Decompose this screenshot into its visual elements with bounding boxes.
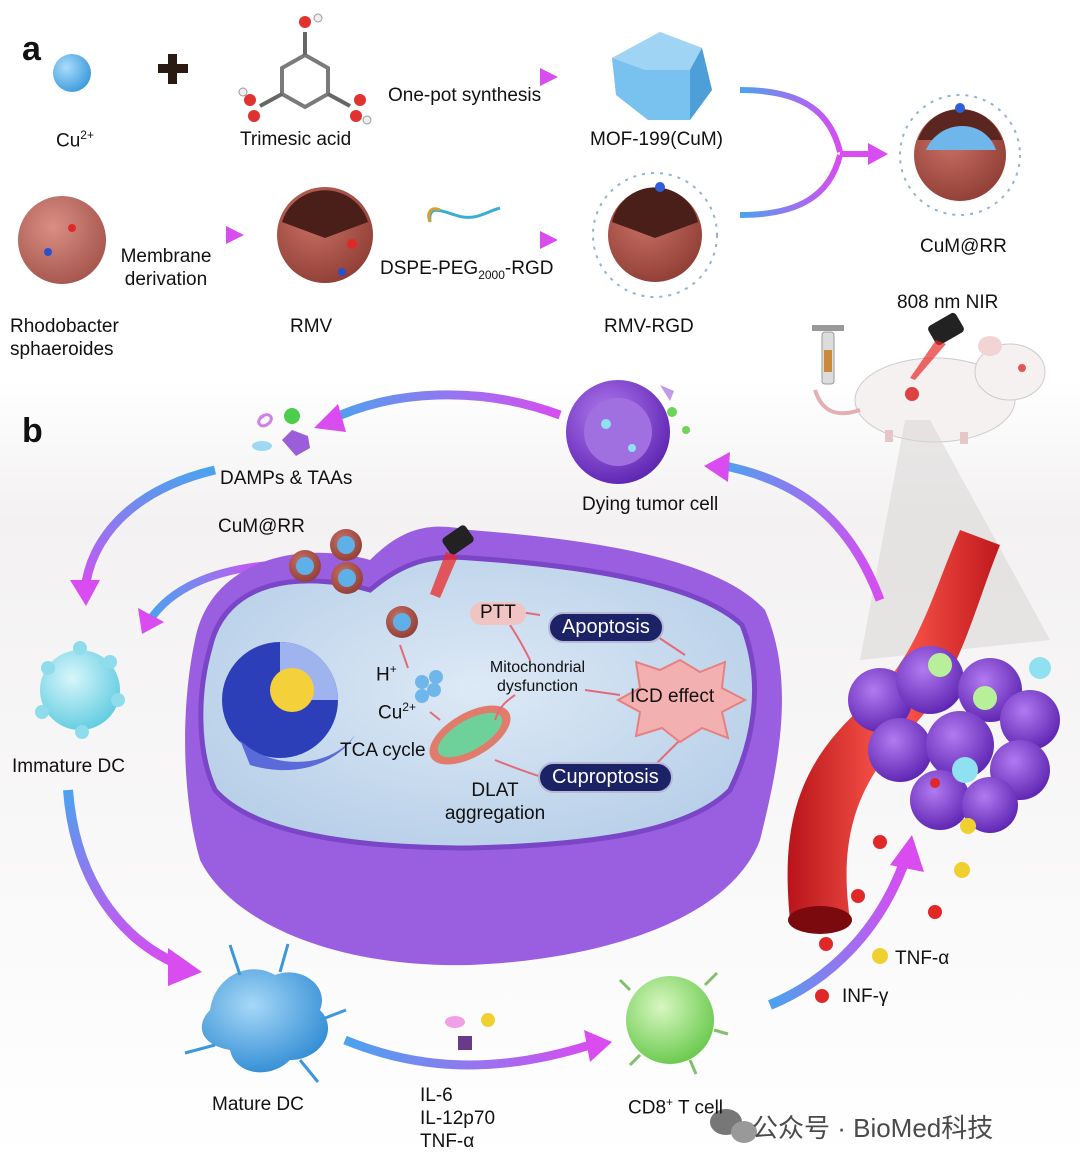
laser-icon	[910, 312, 964, 380]
ptt-label: PTT	[470, 602, 526, 625]
merge-arrow-top	[739, 87, 843, 153]
cell-cumrr-label: CuM@RR	[218, 516, 305, 537]
tca-label: TCA cycle	[340, 740, 426, 761]
arrow-cd8-to-tumor	[768, 858, 910, 1010]
wechat-icon	[710, 1109, 757, 1143]
cell-laser-icon	[430, 525, 474, 598]
apoptosis-badge: Apoptosis	[548, 612, 664, 643]
cu-ion-sphere	[53, 54, 91, 92]
icd-label: ICD effect	[630, 686, 715, 707]
peg-chain	[428, 206, 501, 223]
cytokine-dots	[815, 818, 976, 1003]
arrow-damps-to-dc	[80, 465, 217, 591]
cu-ion-cluster	[415, 670, 443, 703]
light-cone	[860, 420, 1050, 660]
plus-icon	[158, 54, 188, 84]
panel-b-letter: b	[22, 412, 43, 450]
nucleus	[222, 642, 355, 771]
merge-arrow-bottom	[739, 154, 843, 218]
nir-label: 808 nm NIR	[897, 292, 999, 313]
cumrr-particles-cluster	[289, 529, 418, 638]
h-plus-label: H+	[376, 662, 397, 686]
dspe-label: DSPE-PEG2000-RGD	[380, 258, 554, 282]
cd8-label: CD8+ T cell	[628, 1095, 724, 1119]
immature-dc-cell	[35, 641, 125, 739]
tumor-mass	[848, 646, 1060, 833]
dying-tumor-cell	[566, 380, 690, 484]
inf-label: INF-γ	[842, 986, 889, 1007]
immature-dc-label: Immature DC	[12, 756, 125, 777]
rmv-rgd-vesicle	[592, 172, 718, 298]
arrow-mature-to-cd8	[343, 1035, 592, 1070]
rmv-rgd-label: RMV-RGD	[604, 316, 694, 337]
panel-a-letter: a	[22, 30, 41, 68]
cuproptosis-badge: Cuproptosis	[538, 762, 673, 793]
rmv-label: RMV	[290, 316, 333, 337]
arrow-dying-to-damps	[327, 390, 562, 425]
mitochondrion	[429, 705, 511, 765]
tnf-label: TNF-α	[895, 948, 950, 969]
rmv-vesicle	[277, 187, 373, 283]
cum-rr-label: CuM@RR	[920, 236, 1007, 257]
mature-dc-label: Mature DC	[212, 1094, 304, 1115]
cd8-t-cell	[618, 971, 729, 1075]
mature-dc-cell	[184, 943, 347, 1083]
mof-crystal	[612, 32, 712, 120]
arrow-tumor-to-dying	[719, 460, 885, 602]
cytokine-icons	[445, 1013, 495, 1050]
trimesic-acid-molecule	[238, 13, 372, 125]
watermark-text: 公众号 · BioMed科技	[752, 1113, 994, 1143]
dying-cell-label: Dying tumor cell	[582, 494, 719, 515]
rhodobacter-cell	[18, 196, 106, 284]
cytokine-list: IL-6 IL-12p70 TNF-α	[420, 1085, 496, 1152]
one-pot-label: One-pot synthesis	[388, 85, 542, 106]
cum-rr-particle	[899, 94, 1021, 216]
arrow-immature-to-mature	[63, 789, 182, 970]
mof-label: MOF-199(CuM)	[590, 129, 724, 150]
damps-cluster	[252, 408, 310, 456]
trimesic-acid-label: Trimesic acid	[240, 129, 352, 150]
cu-ion-label: Cu2+	[56, 128, 94, 152]
cu2-label: Cu2+	[378, 700, 416, 724]
syringe-icon	[812, 325, 844, 385]
icd-starburst	[615, 658, 748, 744]
mouse-illustration	[813, 336, 1046, 444]
damps-label: DAMPs & TAAs	[220, 468, 353, 489]
